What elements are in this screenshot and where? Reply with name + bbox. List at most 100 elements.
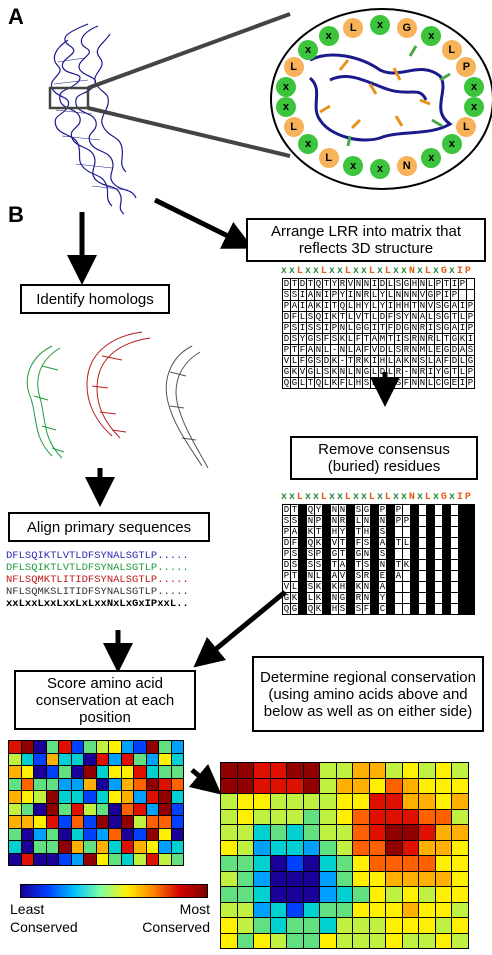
matrix-cell: T — [450, 311, 459, 323]
matrix-cell — [410, 504, 419, 516]
heatmap-cell — [220, 886, 238, 903]
matrix-cell: L — [346, 344, 355, 356]
matrix-cell — [402, 603, 411, 615]
step-arrange-box: Arrange LRR into matrix that reflects 3D… — [246, 218, 486, 262]
heatmap-cell — [8, 852, 22, 866]
matrix-cell: P — [282, 322, 291, 334]
matrix-cell — [298, 592, 307, 604]
matrix-cell: Q — [282, 603, 291, 615]
matrix-cell — [434, 504, 443, 516]
matrix-cell — [458, 603, 467, 615]
matrix-cell: C — [378, 603, 387, 615]
matrix-cell — [434, 559, 443, 571]
alignment-row: NFLSQMKSLITIDFSYNALSGTLP..... — [6, 586, 189, 598]
heatmap-cell — [108, 815, 122, 829]
matrix-cell: S — [354, 603, 363, 615]
matrix-cell — [442, 504, 451, 516]
matrix-cell — [426, 570, 435, 582]
heatmap-cell — [133, 765, 147, 779]
matrix-cell: D — [298, 278, 307, 290]
heatmap-cell — [319, 808, 337, 825]
matrix-cell — [466, 559, 475, 571]
heatmap-cell — [352, 808, 370, 825]
consensus-letter: x — [280, 492, 288, 503]
heatmap-cell — [83, 802, 97, 816]
heatmap-cell — [83, 852, 97, 866]
heatmap-cell — [108, 740, 122, 754]
matrix-cell — [298, 581, 307, 593]
matrix-cell: I — [322, 289, 331, 301]
heatmap-cell — [58, 790, 72, 804]
heatmap-cell — [20, 790, 34, 804]
matrix-cell: S — [306, 311, 315, 323]
heatmap-cell — [401, 793, 419, 810]
matrix-cell — [418, 581, 427, 593]
heatmap-cell — [434, 917, 452, 934]
matrix-cell — [322, 592, 331, 604]
heatmap-cell — [451, 808, 469, 825]
matrix-cell: R — [338, 278, 347, 290]
consensus-letter: x — [336, 492, 344, 503]
matrix-cell — [426, 548, 435, 560]
heatmap-cell — [58, 740, 72, 754]
matrix-cell — [450, 504, 459, 516]
heatmap-cell — [368, 932, 386, 949]
matrix-cell: L — [290, 581, 299, 593]
consensus-letter: x — [376, 266, 384, 277]
matrix-cell: T — [314, 526, 323, 538]
matrix-cell: L — [370, 300, 379, 312]
heatmap-cell — [145, 765, 159, 779]
matrix-cell: V — [298, 366, 307, 378]
matrix-cell: L — [386, 289, 395, 301]
matrix-cell: N — [338, 344, 347, 356]
matrix-cell: A — [458, 344, 467, 356]
heatmap-cell — [236, 932, 254, 949]
matrix-cell: A — [330, 570, 339, 582]
matrix-cell: L — [386, 344, 395, 356]
matrix-cell: G — [306, 355, 315, 367]
heatmap-cell — [319, 886, 337, 903]
heatmap-cell — [434, 839, 452, 856]
matrix-cell: N — [418, 300, 427, 312]
heatmap-cell — [302, 839, 320, 856]
matrix-cell: I — [450, 278, 459, 290]
matrix-cell — [458, 559, 467, 571]
ring-letter: x — [298, 134, 319, 155]
matrix-cell — [426, 559, 435, 571]
heatmap-cell — [120, 740, 134, 754]
consensus-letter: x — [304, 266, 312, 277]
consensus-letter: x — [432, 492, 440, 503]
matrix-cell: T — [378, 322, 387, 334]
matrix-cell: Y — [378, 592, 387, 604]
heatmap-cell — [368, 901, 386, 918]
matrix-cell: R — [418, 322, 427, 334]
matrix-cell: S — [322, 366, 331, 378]
heatmap-cell — [70, 752, 84, 766]
matrix-cell: R — [418, 366, 427, 378]
matrix-cell: Q — [338, 300, 347, 312]
matrix-cell — [466, 515, 475, 527]
heatmap-cell — [352, 917, 370, 934]
step-identify-text: Identify homologs — [36, 290, 154, 308]
consensus-letter: x — [448, 492, 456, 503]
heatmap-cell — [33, 777, 47, 791]
heatmap-cell — [269, 855, 287, 872]
matrix-cell: G — [450, 333, 459, 345]
matrix-cell — [442, 537, 451, 549]
heatmap-cell — [120, 777, 134, 791]
matrix-cell: S — [290, 333, 299, 345]
heatmap-cell — [236, 886, 254, 903]
heatmap-cell — [319, 932, 337, 949]
heatmap-cell — [108, 827, 122, 841]
matrix-cell — [370, 559, 379, 571]
ring-letter: x — [441, 134, 462, 155]
heatmap-cell — [302, 777, 320, 794]
matrix-cell: H — [338, 581, 347, 593]
heatmap-cell — [133, 790, 147, 804]
matrix-cell — [458, 526, 467, 538]
matrix-cell: N — [410, 377, 419, 389]
matrix-cell: E — [450, 377, 459, 389]
heatmap-cell — [70, 840, 84, 854]
